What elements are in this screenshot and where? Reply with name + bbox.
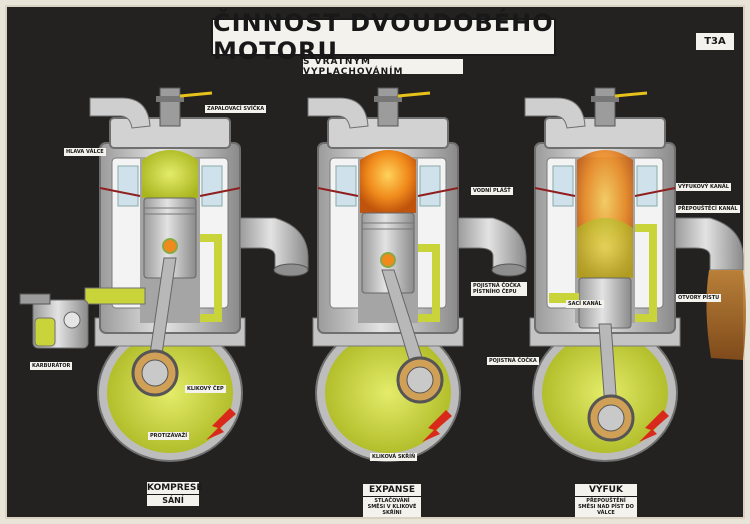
poster-subtitle-text: S VRATNÝM VYPLACHOVÁNÍM [303, 56, 404, 77]
label-karburator: KARBURÁTOR [30, 362, 73, 370]
stage-2-name: EXPANSE [369, 485, 415, 495]
label-hlava-valce: HLAVA VÁLCE [64, 148, 106, 156]
carburettor [19, 293, 89, 349]
poster-code-text: T3A [704, 36, 726, 47]
poster-title: ČINNOST DVOUDOBÉHO MOTORU [211, 9, 556, 65]
stage-1-name: KOMPRESE [147, 483, 203, 493]
stage-caption-1: KOMPRESE SÁNÍ [147, 482, 203, 506]
engine-compression [84, 86, 309, 463]
label-vyfukovy-kanal: VÝFUKOVÝ KANÁL [676, 183, 731, 191]
label-klikova-skrin: KLIKOVÁ SKŘÍŇ [370, 453, 418, 461]
label-otvory-pistu: OTVORY PÍSTU [676, 294, 722, 302]
label-prepousteci-kanal: PŘEPOUŠTĚCÍ KANÁL [676, 205, 740, 213]
label-vodni-plast: VODNÍ PLÁŠŤ [471, 187, 513, 195]
poster-code: T3A [696, 33, 734, 50]
label-pojistna-cocka: POJISTNÁ ČOČKA [487, 357, 539, 365]
engine-expansion [306, 86, 527, 463]
label-saci-kanal: SACÍ KANÁL [566, 300, 604, 308]
stage-caption-2: EXPANSE STLAČOVÁNÍ SMĚSI V KLIKOVÉ SKŘÍN… [363, 484, 421, 517]
engine-exhaust [523, 86, 746, 463]
label-pojistna-cocka-pistniho-cepu: POJISTNÁ ČOČKA PÍSTNÍHO ČEPU [471, 282, 527, 296]
label-protizavazi: PROTIZÁVAŽÍ [148, 432, 190, 440]
stage-3-note: PŘEPOUŠTĚNÍ SMĚSI NAD PÍST DO VÁLCE [575, 496, 637, 517]
stage-3-name: VÝFUK [589, 485, 623, 495]
stage-caption-3: VÝFUK PŘEPOUŠTĚNÍ SMĚSI NAD PÍST DO VÁLC… [575, 484, 637, 517]
label-zapalovaci-svicka: ZAPALOVACÍ SVÍČKA [205, 105, 267, 113]
stage-2-note: STLAČOVÁNÍ SMĚSI V KLIKOVÉ SKŘÍNI [363, 496, 421, 517]
label-klikovy-cep: KLIKOVÝ ČEP [185, 385, 226, 393]
poster-title-text: ČINNOST DVOUDOBÉHO MOTORU [213, 9, 554, 65]
stage-1-name2: SÁNÍ [147, 494, 199, 506]
poster-subtitle: S VRATNÝM VYPLACHOVÁNÍM [303, 56, 463, 77]
